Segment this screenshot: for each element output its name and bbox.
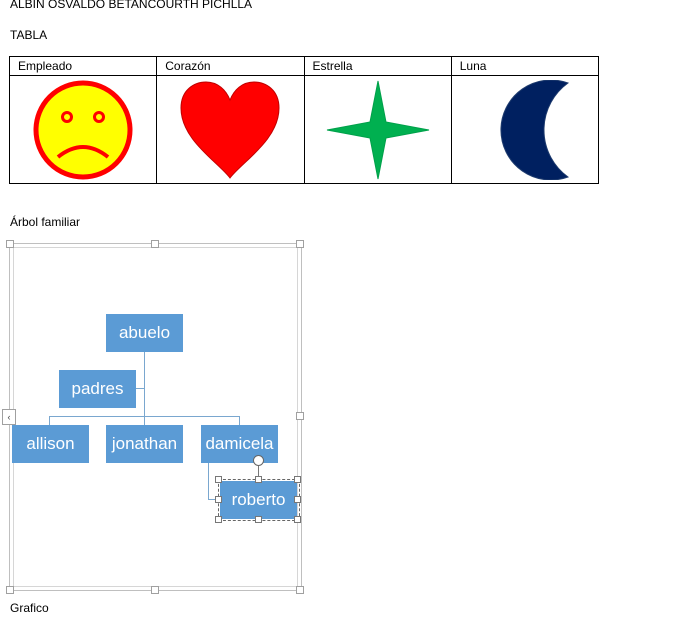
chart-title: Grafico xyxy=(10,601,49,615)
node-damicela[interactable]: damicela xyxy=(201,425,278,463)
cell-star xyxy=(303,75,452,184)
selection-handle-left[interactable] xyxy=(215,496,222,503)
cell-heart xyxy=(156,75,305,184)
node-jonathan[interactable]: jonathan xyxy=(106,425,183,463)
connector-damicela xyxy=(239,416,240,425)
selection-outline xyxy=(218,479,300,521)
resize-handle-bottom-left[interactable] xyxy=(6,586,14,594)
connector-roberto-vertical xyxy=(208,462,209,499)
header-empleado: Empleado xyxy=(8,56,158,76)
selection-handle-right[interactable] xyxy=(294,496,301,503)
selection-handle-bottom-left[interactable] xyxy=(215,516,222,523)
connector-allison xyxy=(49,416,50,425)
rotate-handle-icon[interactable] xyxy=(253,455,264,466)
connector-jonathan xyxy=(144,416,145,425)
author-line: ALBIN OSVALDO BETANCOURTH PICHLLA xyxy=(10,0,253,11)
table-header-row: Empleado Corazón Estrella Luna xyxy=(8,56,600,76)
header-luna: Luna xyxy=(450,56,600,76)
selection-handle-bottom[interactable] xyxy=(255,516,262,523)
resize-handle-top[interactable] xyxy=(151,240,159,248)
header-estrella: Estrella xyxy=(303,56,452,76)
cell-face xyxy=(8,75,158,184)
node-roberto[interactable]: roberto xyxy=(220,481,297,519)
smartart-canvas xyxy=(13,247,298,587)
resize-handle-bottom-right[interactable] xyxy=(296,586,304,594)
table-title: TABLA xyxy=(10,28,48,42)
text-pane-toggle-icon[interactable]: ‹ xyxy=(2,409,16,425)
header-corazon: Corazón xyxy=(156,56,305,76)
resize-handle-right[interactable] xyxy=(296,412,304,420)
connector-padres xyxy=(136,388,144,389)
selection-handle-bottom-right[interactable] xyxy=(294,516,301,523)
heart-icon[interactable] xyxy=(178,80,282,180)
selection-handle-top[interactable] xyxy=(255,476,262,483)
selection-handle-top-right[interactable] xyxy=(294,476,301,483)
resize-handle-top-right[interactable] xyxy=(296,240,304,248)
cell-moon xyxy=(450,75,600,184)
shapes-table: Empleado Corazón Estrella Luna xyxy=(8,56,600,184)
selection-handle-top-left[interactable] xyxy=(215,476,222,483)
connector-abuelo-down xyxy=(144,351,145,416)
resize-handle-bottom[interactable] xyxy=(151,586,159,594)
sad-face-icon[interactable] xyxy=(31,80,135,180)
connector-roberto-horizontal xyxy=(208,499,220,500)
resize-handle-top-left[interactable] xyxy=(6,240,14,248)
node-allison[interactable]: allison xyxy=(12,425,89,463)
tree-title: Árbol familiar xyxy=(10,215,81,229)
rotation-stem xyxy=(258,464,259,479)
node-padres[interactable]: padres xyxy=(59,370,136,408)
table-shapes-row xyxy=(8,75,600,184)
star-icon[interactable] xyxy=(326,80,430,180)
moon-icon[interactable] xyxy=(473,79,577,180)
node-abuelo[interactable]: abuelo xyxy=(106,314,183,352)
